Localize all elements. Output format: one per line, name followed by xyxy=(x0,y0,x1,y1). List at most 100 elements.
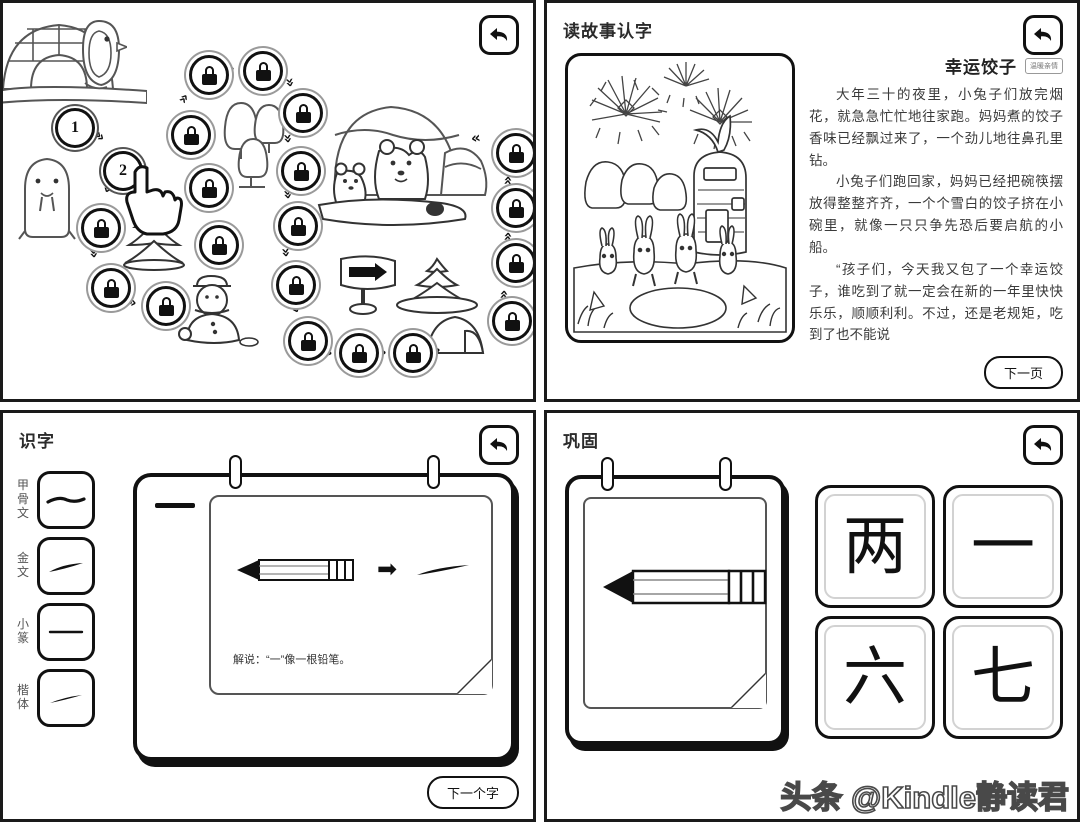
mnemonic-caption: 解说：“一”像一根铅笔。 xyxy=(233,654,351,666)
tree-cluster-decoration xyxy=(211,81,297,191)
current-character-stroke xyxy=(155,503,195,508)
page-title: 读故事认字 xyxy=(563,22,653,41)
lock-icon xyxy=(103,278,119,298)
level-node-locked-16[interactable] xyxy=(339,333,379,373)
level-node-locked-14[interactable] xyxy=(276,265,316,305)
binder-ring xyxy=(229,455,242,489)
level-node-label: 2 xyxy=(119,162,127,179)
path-arrow: » xyxy=(173,89,194,108)
story-paragraph: 小兔子们跑回家，妈妈已经把碗筷摆放得整整齐齐，一个个雪白的饺子挤在小碗里，就像一… xyxy=(809,174,1063,256)
level-node-locked-5[interactable] xyxy=(146,286,186,326)
result-stroke-icon xyxy=(417,565,470,575)
path-arrow: » xyxy=(498,174,517,186)
script-label-regular: 楷体 xyxy=(16,683,29,711)
page-title: 巩固 xyxy=(563,432,599,451)
polar-bears-decoration xyxy=(313,91,493,241)
answer-choice-3[interactable]: 七 xyxy=(943,616,1063,739)
path-arrow: » xyxy=(84,247,104,260)
level-node-locked-8[interactable] xyxy=(199,225,239,265)
question-notepad xyxy=(565,457,785,745)
script-label-seal: 小篆 xyxy=(16,617,29,645)
answer-choices: 两 一 六 七 xyxy=(815,485,1063,739)
level-node-locked-17[interactable] xyxy=(393,333,433,373)
pencil-icon xyxy=(603,569,767,605)
level-node-label: 1 xyxy=(71,119,79,136)
level-node-locked-9[interactable] xyxy=(189,55,229,95)
level-node-locked-15[interactable] xyxy=(288,321,328,361)
back-button[interactable] xyxy=(1023,425,1063,465)
story-paragraph: “孩子们，今天我又包了一个幸运饺子，谁吃到了就一定会在新的一年里快快乐乐，顺顺利… xyxy=(809,261,1063,343)
question-sheet xyxy=(583,497,767,709)
script-variant-row: 甲骨文 xyxy=(15,471,95,529)
level-node-locked-20[interactable] xyxy=(496,188,533,228)
panel-review: 巩固 两 一 六 七 头条 @Kindle静 xyxy=(544,410,1080,822)
story-body: 大年三十的夜里，小兔子们放完烟花，就急急忙忙地往家跑。妈妈煮的饺子香味已经飘过来… xyxy=(809,84,1063,346)
level-node-locked-11[interactable] xyxy=(283,93,323,133)
oracle-bone-stroke-icon xyxy=(46,496,86,504)
level-node-1[interactable]: 1 xyxy=(55,108,95,148)
binder-ring xyxy=(719,457,732,491)
next-character-button[interactable]: 下一个字 xyxy=(426,776,519,809)
path-arrow: » xyxy=(469,129,482,149)
script-label-bronze: 金文 xyxy=(16,551,29,579)
path-arrow: » xyxy=(278,188,298,201)
signpost-decoration xyxy=(331,251,401,321)
path-arrow: » xyxy=(377,343,387,361)
story-badge: 温暖亲情 xyxy=(1025,57,1063,74)
lock-icon xyxy=(183,125,199,145)
script-variant-row: 金文 xyxy=(15,537,95,595)
level-node-locked-21[interactable] xyxy=(496,133,533,173)
level-node-locked-3[interactable] xyxy=(81,208,121,248)
lock-icon xyxy=(93,218,109,238)
walrus-decoration xyxy=(17,153,77,243)
script-card-bronze[interactable] xyxy=(37,537,95,595)
level-node-locked-12[interactable] xyxy=(281,151,321,191)
level-node-locked-13[interactable] xyxy=(278,206,318,246)
script-variant-list: 甲骨文 金文 小篆 楷体 xyxy=(15,471,95,727)
seal-stroke-icon xyxy=(48,630,84,634)
script-card-seal[interactable] xyxy=(37,603,95,661)
panel-read-story: 读故事认字 xyxy=(544,0,1080,402)
path-arrow: » xyxy=(498,230,517,242)
snowman-decoration xyxy=(171,268,261,348)
back-button[interactable] xyxy=(1023,15,1063,55)
script-variant-row: 楷体 xyxy=(15,669,95,727)
answer-choice-label: 七 xyxy=(971,641,1035,713)
level-node-locked-19[interactable] xyxy=(496,243,533,283)
answer-choice-0[interactable]: 两 xyxy=(815,485,935,608)
answer-choice-2[interactable]: 六 xyxy=(815,616,935,739)
panel-level-map: » » » » » » » » » » » » » » » » » » » » … xyxy=(0,0,536,402)
binder-ring xyxy=(427,455,440,489)
level-map: » » » » » » » » » » » » » » » » » » » » … xyxy=(3,3,533,399)
lock-icon xyxy=(293,161,309,181)
level-node-locked-7[interactable] xyxy=(189,168,229,208)
pointing-hand-cursor xyxy=(123,158,185,238)
penguin-decoration xyxy=(71,15,127,95)
panel-learn-character: 识字 甲骨文 金文 小篆 xyxy=(0,410,536,822)
level-node-locked-10[interactable] xyxy=(243,51,283,91)
page-fold-corner xyxy=(732,674,766,708)
lock-icon xyxy=(504,311,520,331)
level-node-locked-4[interactable] xyxy=(91,268,131,308)
back-button[interactable] xyxy=(479,15,519,55)
back-arrow-icon xyxy=(490,438,508,451)
script-label-oracle-bone: 甲骨文 xyxy=(16,478,29,520)
level-node-locked-6[interactable] xyxy=(171,115,211,155)
lock-icon xyxy=(351,343,367,363)
script-card-oracle-bone[interactable] xyxy=(37,471,95,529)
fireworks-rabbits-scene xyxy=(573,62,787,333)
snow-pile-decoration xyxy=(395,255,483,317)
next-page-button[interactable]: 下一页 xyxy=(983,356,1063,389)
lock-icon xyxy=(255,61,271,81)
path-arrow: » xyxy=(494,288,513,300)
answer-choice-1[interactable]: 一 xyxy=(943,485,1063,608)
script-card-regular[interactable] xyxy=(37,669,95,727)
pencil-icon xyxy=(237,559,354,581)
lock-icon xyxy=(508,198,524,218)
back-arrow-icon xyxy=(490,28,508,41)
back-button[interactable] xyxy=(479,425,519,465)
level-node-locked-18[interactable] xyxy=(492,301,532,341)
lock-icon xyxy=(211,235,227,255)
mnemonic-row: ➡ xyxy=(233,555,475,585)
